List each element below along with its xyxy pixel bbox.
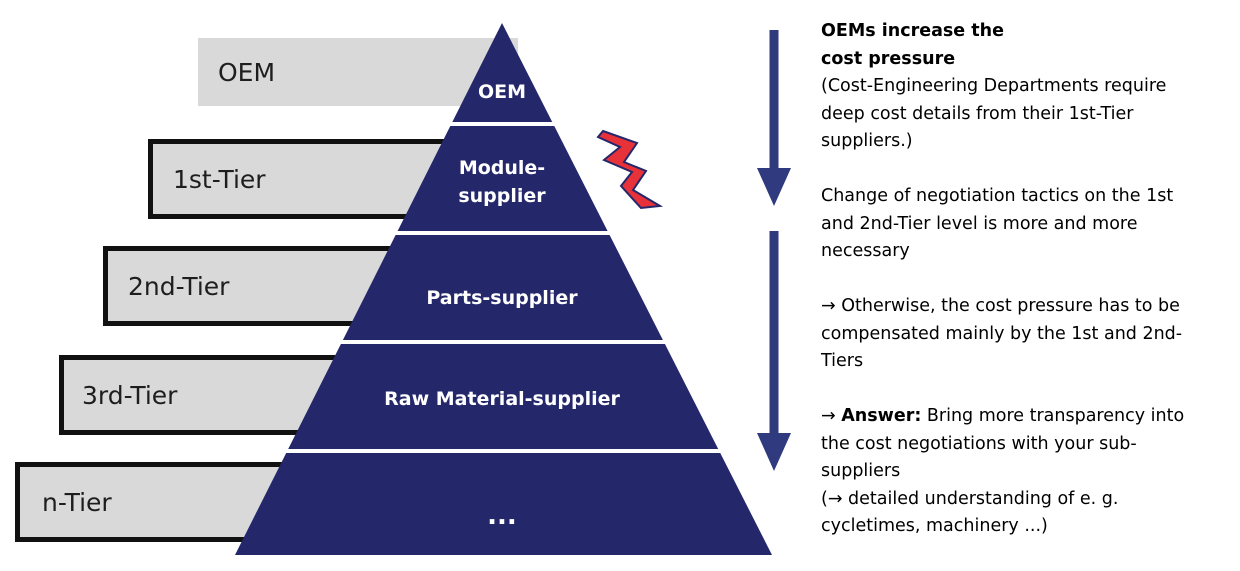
pyramid-label-module-2: supplier: [458, 185, 546, 207]
paragraph-line: → Otherwise, the cost pressure has to be: [821, 296, 1180, 316]
paragraph-line: (Cost-Engineering Departments require: [821, 76, 1167, 96]
tier-label-2nd: 2nd-Tier: [128, 271, 230, 301]
pyramid-label-ellipsis: ...: [487, 501, 517, 531]
pyramid-shape: [235, 23, 772, 555]
lightning-icon: [596, 129, 664, 210]
tier-label-oem: OEM: [218, 57, 276, 87]
pyramid-label-raw-material: Raw Material-supplier: [384, 388, 620, 410]
tier-label-1st: 1st-Tier: [173, 164, 266, 194]
tier-label-n: n-Tier: [42, 487, 112, 517]
heading-line: OEMs increase the: [821, 21, 1004, 41]
paragraph-line: Tiers: [821, 351, 864, 371]
pyramid-label-module-1: Module-: [459, 157, 545, 179]
tier-box-oem: OEM: [198, 38, 518, 106]
explanation-text: OEMs increase the cost pressure (Cost-En…: [821, 18, 1221, 541]
paragraph-line: Change of negotiation tactics on the 1st: [821, 186, 1174, 206]
answer-text: Bring more transparency into: [921, 406, 1185, 426]
heading-line: cost pressure: [821, 48, 956, 69]
pyramid-label-oem: OEM: [478, 81, 526, 103]
paragraph-line: deep cost details from their 1st-Tier: [821, 103, 1134, 124]
tier-label-3rd: 3rd-Tier: [82, 380, 178, 410]
paragraph-line: suppliers.): [821, 131, 913, 151]
paragraph-line: and 2nd-Tier level is more and more: [821, 213, 1138, 234]
pyramid-label-parts: Parts-supplier: [426, 287, 578, 309]
answer-label: Answer:: [841, 406, 922, 426]
paragraph-line: the cost negotiations with your sub-: [821, 433, 1137, 454]
answer-line: → Answer: Bring more transparency into: [821, 403, 1221, 431]
paragraph-line: (→ detailed understanding of e. g.: [821, 488, 1119, 509]
paragraph-line: necessary: [821, 241, 910, 261]
paragraph-line: suppliers: [821, 461, 901, 481]
paragraph-line: cycletimes, machinery ...): [821, 516, 1048, 536]
paragraph-line: compensated mainly by the 1st and 2nd-: [821, 323, 1183, 344]
down-arrow-icon: [757, 231, 791, 471]
down-arrow-icon: [757, 30, 791, 206]
arrow-text: →: [821, 406, 842, 426]
